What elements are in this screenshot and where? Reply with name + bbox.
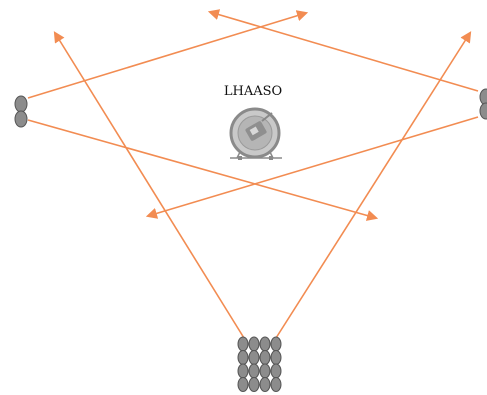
- lens: [479, 102, 487, 120]
- lens: [237, 350, 249, 365]
- beam-right-to-top: [207, 9, 479, 92]
- lens: [248, 350, 260, 365]
- lens: [248, 336, 260, 352]
- lens: [248, 377, 260, 392]
- lens: [259, 377, 271, 392]
- lens: [270, 350, 282, 365]
- lens: [14, 110, 28, 128]
- beam-bottom-to-top-right: [275, 31, 472, 339]
- beam-right-to-lower-left: [145, 116, 479, 219]
- right-lens-stack: [479, 88, 487, 120]
- left-lens-stack: [14, 95, 28, 128]
- lens: [270, 377, 282, 392]
- lens: [237, 336, 249, 352]
- lens: [14, 95, 28, 113]
- beam-lines: [27, 9, 479, 339]
- lens: [259, 350, 271, 365]
- beam-bottom-to-top-left: [53, 31, 245, 339]
- lens: [259, 363, 271, 379]
- bottom-lens-array: [237, 336, 282, 392]
- lens: [248, 363, 260, 379]
- lens: [237, 377, 249, 392]
- telescope-icon: [229, 107, 282, 160]
- lens: [270, 363, 282, 379]
- beam-left-to-lower-right: [27, 119, 379, 221]
- lens: [270, 336, 282, 352]
- lens: [259, 336, 271, 352]
- lhaaso-label: LHAASO: [224, 84, 282, 99]
- lens: [237, 363, 249, 379]
